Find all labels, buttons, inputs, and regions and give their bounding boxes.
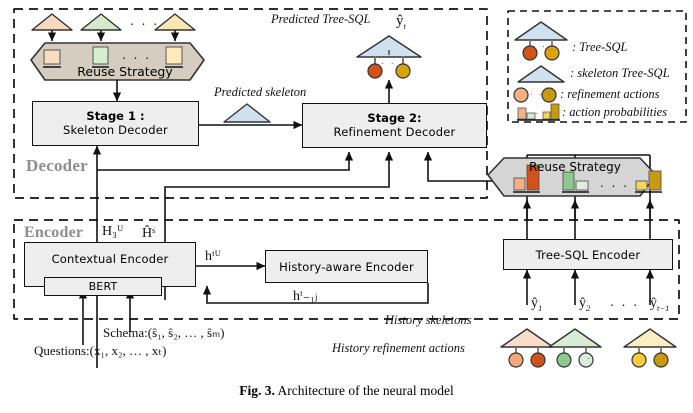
reuse-left-ellipsis: . . .	[122, 48, 152, 62]
tree-sql-children-ellipsis: . . .	[381, 57, 406, 67]
legend-bars-ellipsis: . . .	[535, 107, 558, 116]
history-symbol-3: ŷt−1	[650, 296, 670, 313]
history-tree1-ellipsis: . . .	[521, 352, 544, 361]
h3u-label: H₃ᵁ	[102, 224, 124, 239]
history-tree2-ellipsis: . . .	[569, 352, 592, 361]
questions-label: Questions:(x₁, x₂, … , xₜ)	[34, 343, 167, 358]
reuse-right-ellipsis: . . .	[600, 176, 630, 190]
predicted-skeleton-label: Predicted skeleton	[214, 85, 307, 99]
schema-label: Schema:(ŝ₁, ŝ₂, … , ŝₘ)	[103, 325, 225, 340]
history-tree3-ellipsis: . . .	[644, 352, 667, 361]
predicted-tree-sql-label: Predicted Tree-SQL	[271, 12, 371, 26]
history-symbol-2: ŷ2	[579, 296, 591, 313]
top-triangles-ellipsis: . . .	[130, 14, 160, 28]
legend-entry-refinement-actions: : refinement actions	[560, 87, 660, 101]
htl-label: hᵗ₋₁ⱼ	[293, 289, 318, 304]
history-ellipsis: . . .	[610, 295, 640, 309]
encoder-section-label: Encoder	[24, 224, 84, 241]
tree-sql-encoder-box[interactable]: Tree-SQL Encoder	[503, 239, 673, 270]
history-aware-encoder-box[interactable]: History-aware Encoder	[265, 250, 428, 283]
stage2-title: Stage 2:	[367, 111, 422, 125]
tree-sql-encoder-label: Tree-SQL Encoder	[535, 247, 641, 262]
history-symbol-1: ŷ1	[531, 296, 543, 313]
hs-label: Ĥˢ	[142, 226, 156, 241]
legend-tree-ellipsis: . . .	[533, 40, 556, 49]
stage1-title: Stage 1 :	[86, 109, 145, 123]
stage1-subtitle: Skeleton Decoder	[63, 123, 168, 137]
reuse-strategy-right-label: Reuse Strategy	[529, 160, 621, 174]
predicted-output-symbol: ŷt	[396, 13, 406, 31]
legend-circles-ellipsis: . . .	[530, 88, 553, 97]
legend-entry-action-probabilities: : action probabilities	[562, 105, 668, 119]
decoder-section-label: Decoder	[26, 156, 88, 175]
bert-box[interactable]: BERT	[44, 277, 162, 296]
figure-caption: Fig. 3. Architecture of the neural model	[0, 383, 693, 399]
stage2-refinement-decoder-box[interactable]: Stage 2: Refinement Decoder	[302, 103, 487, 148]
bert-label: BERT	[88, 279, 118, 293]
caption-prefix: Fig. 3.	[239, 383, 275, 398]
stage1-skeleton-decoder-box[interactable]: Stage 1 : Skeleton Decoder	[32, 101, 199, 146]
contextual-encoder-label: Contextual Encoder	[51, 252, 169, 266]
stage2-subtitle: Refinement Decoder	[333, 125, 456, 139]
htu-label: hᵗᵁ	[205, 249, 222, 264]
history-aware-encoder-label: History-aware Encoder	[279, 259, 414, 274]
legend-entry-skeleton-tree-sql: : skeleton Tree-SQL	[570, 66, 670, 80]
history-skeletons-label: History skeletons	[385, 313, 472, 327]
reuse-strategy-left-label: Reuse Strategy	[77, 64, 173, 79]
history-refinement-actions-label: History refinement actions	[332, 341, 465, 355]
caption-text: Architecture of the neural model	[274, 383, 454, 398]
legend-entry-tree-sql: : Tree-SQL	[572, 40, 628, 54]
